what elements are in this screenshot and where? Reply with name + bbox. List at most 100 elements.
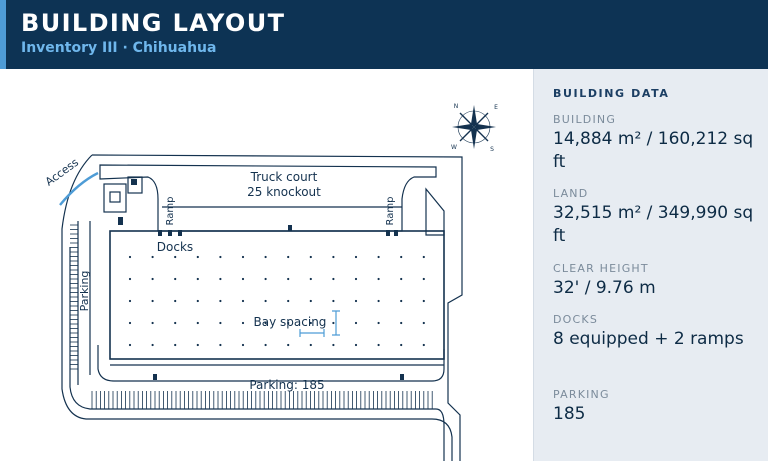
column-dot: [309, 343, 312, 347]
site-boundary-west: [61, 154, 453, 461]
column-dot: [377, 343, 380, 347]
ramp-left-label: Ramp: [165, 197, 176, 226]
column-dot: [196, 321, 199, 325]
field-clear-height-value: 32' / 9.76 m: [553, 278, 656, 298]
parking-west-label: Parking: [78, 271, 91, 312]
column-dot: [264, 343, 267, 347]
field-clear-height-label: CLEAR HEIGHT: [553, 262, 649, 275]
column-dot: [196, 343, 199, 347]
field-parking-value: 185: [553, 404, 586, 424]
column-dot: [309, 321, 312, 325]
column-dot: [400, 255, 403, 259]
column-dot: [151, 299, 154, 303]
column-dot: [354, 321, 358, 325]
column-dot: [400, 277, 403, 281]
guard-house-inner: [109, 191, 121, 203]
column-dot: [422, 255, 425, 259]
column-dot: [287, 343, 290, 347]
field-land-value: 32,515 m² / 349,990 sq ft: [553, 203, 754, 246]
column-dot: [219, 321, 222, 325]
south-drive: [69, 247, 445, 461]
site-boundary: [91, 154, 463, 461]
column-dot: [174, 299, 177, 303]
column-dot: [287, 321, 290, 325]
column-dot: [219, 277, 222, 281]
column-grid: [128, 255, 425, 347]
column-dot: [354, 277, 358, 281]
docks-label: Docks: [157, 240, 193, 254]
column-dot: [128, 255, 132, 259]
field-land: LAND 32,515 m² / 349,990 sq ft: [553, 187, 758, 248]
column-dot: [332, 343, 335, 347]
column-dot: [377, 321, 380, 325]
column-dot: [354, 343, 358, 347]
truck-court-enclosure: [99, 164, 437, 232]
column-dot: [196, 277, 199, 281]
column-dot: [422, 277, 425, 281]
compass-east: E: [494, 104, 498, 111]
compass-west: W: [451, 144, 457, 151]
column-dot: [422, 299, 425, 303]
field-land-label: LAND: [553, 187, 589, 200]
column-dot: [400, 321, 403, 325]
column-dot: [128, 299, 132, 303]
ramp-right-label: Ramp: [385, 197, 396, 226]
field-building-value: 14,884 m² / 160,212 sq ft: [553, 129, 754, 172]
column-dot: [332, 255, 335, 259]
column-dot: [354, 255, 358, 259]
dock-markers: [118, 179, 404, 380]
field-clear-height: CLEAR HEIGHT 32' / 9.76 m: [553, 262, 758, 300]
west-parking-stalls: [70, 224, 78, 370]
column-dot: [287, 255, 290, 259]
column-dot: [241, 299, 245, 303]
building-data-panel: BUILDING DATA BUILDING 14,884 m² / 160,2…: [533, 69, 768, 461]
column-dot: [400, 343, 403, 347]
column-dot: [219, 299, 222, 303]
column-dot: [174, 277, 177, 281]
south-apron: [97, 345, 445, 382]
truck-court-label: Truck court: [250, 170, 318, 184]
column-dot: [241, 277, 245, 281]
east-wing: [425, 187, 445, 236]
column-dot: [309, 255, 312, 259]
column-dot: [219, 255, 222, 259]
page-subtitle: Inventory III · Chihuahua: [21, 40, 217, 56]
column-dot: [196, 255, 199, 259]
main-building: [109, 230, 445, 360]
column-dot: [241, 343, 245, 347]
compass-north: N: [454, 103, 459, 110]
column-dot: [151, 343, 154, 347]
column-dot: [174, 255, 177, 259]
column-dot: [264, 321, 267, 325]
column-dot: [422, 321, 425, 325]
column-dot: [128, 343, 132, 347]
truck-court-knockout-label: 25 knockout: [247, 185, 321, 199]
column-dot: [377, 255, 380, 259]
parking-south-label: Parking: 185: [249, 378, 324, 392]
bay-spacing-label: Bay spacing: [254, 315, 327, 329]
compass-rose: N S E W: [451, 103, 498, 153]
column-dot: [151, 321, 154, 325]
field-building: BUILDING 14,884 m² / 160,212 sq ft: [553, 113, 758, 174]
field-building-label: BUILDING: [553, 113, 617, 126]
bay-spacing-dimension: [299, 310, 340, 337]
column-dot: [128, 321, 132, 325]
column-dot: [264, 299, 267, 303]
column-dot: [309, 277, 312, 281]
column-dot: [196, 299, 199, 303]
column-dot: [264, 277, 267, 281]
page-title: BUILDING LAYOUT: [21, 9, 286, 37]
access-label: Access: [43, 156, 81, 189]
column-dot: [287, 299, 290, 303]
column-dot: [354, 299, 358, 303]
guard-house: [103, 183, 127, 213]
column-dot: [332, 277, 335, 281]
column-dot: [422, 343, 425, 347]
column-dot: [241, 255, 245, 259]
site-plan-drawing: N S E W Access Truck court 25 knockout R…: [43, 103, 498, 461]
column-dot: [287, 277, 290, 281]
field-docks: DOCKS 8 equipped + 2 ramps: [553, 313, 758, 351]
column-dot: [309, 299, 312, 303]
column-dot: [332, 299, 335, 303]
column-dot: [219, 343, 222, 347]
